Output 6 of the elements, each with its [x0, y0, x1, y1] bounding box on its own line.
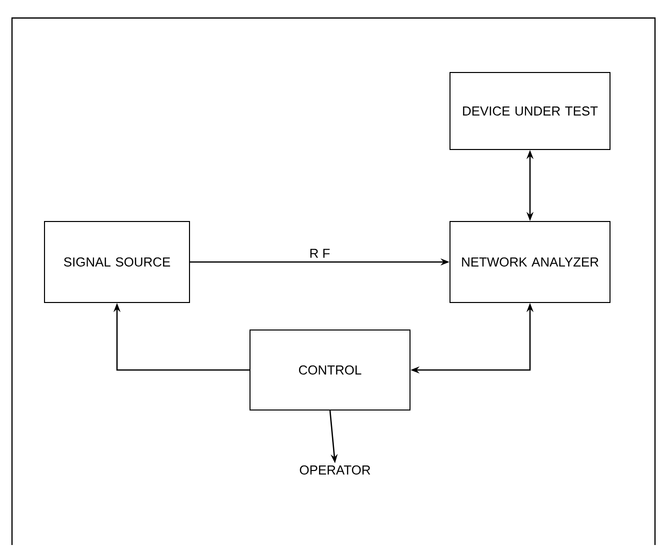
- process-box: NETWORK ANALYZER: [450, 221, 610, 303]
- process-box: SIGNAL SOURCE: [44, 221, 190, 303]
- terminal-label: OPERATOR: [300, 465, 370, 475]
- process-box: CONTROL: [250, 330, 410, 410]
- edge-label: R F: [308, 248, 332, 259]
- process-box: DEVICE UNDER TEST: [450, 72, 610, 150]
